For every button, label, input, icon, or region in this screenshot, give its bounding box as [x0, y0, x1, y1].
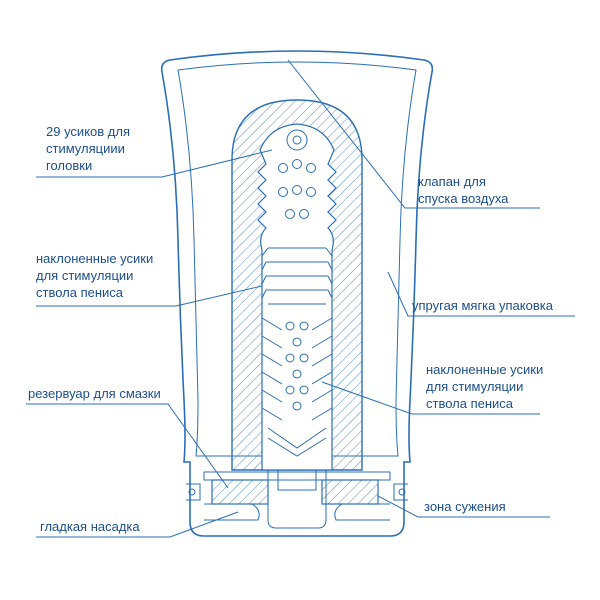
- svg-text:наклоненные усики: наклоненные усики: [426, 362, 543, 377]
- svg-text:стимуляциии: стимуляциии: [46, 141, 125, 156]
- label-tilted-left: наклоненные усики для стимуляции ствола …: [36, 251, 153, 300]
- label-narrow-zone: зона сужения: [424, 499, 506, 514]
- svg-text:спуска воздуха: спуска воздуха: [418, 191, 509, 206]
- svg-text:ствола пениса: ствола пениса: [36, 285, 124, 300]
- label-reservoir: резервуар для смазки: [28, 386, 161, 401]
- svg-text:ствола пениса: ствола пениса: [426, 396, 514, 411]
- svg-text:резервуар для смазки: резервуар для смазки: [28, 386, 161, 401]
- outer-cup: [160, 50, 434, 537]
- svg-text:зона сужения: зона сужения: [424, 499, 506, 514]
- base-assembly: [186, 470, 408, 529]
- svg-text:наклоненные усики: наклоненные усики: [36, 251, 153, 266]
- svg-text:для стимуляции: для стимуляции: [36, 268, 133, 283]
- leader-lines: [26, 59, 575, 538]
- inner-sleeve: [231, 99, 363, 471]
- svg-text:гладкая насадка: гладкая насадка: [40, 519, 140, 534]
- svg-text:головки: головки: [46, 158, 92, 173]
- svg-text:для стимуляции: для стимуляции: [426, 379, 523, 394]
- label-smooth-tip: гладкая насадка: [40, 519, 140, 534]
- label-head-29: 29 усиков для стимуляциии головки: [46, 124, 130, 173]
- label-tilted-right: наклоненные усики для стимуляции ствола …: [426, 362, 543, 411]
- svg-text:29 усиков для: 29 усиков для: [46, 124, 130, 139]
- svg-text:упругая мягка упаковка: упругая мягка упаковка: [412, 298, 554, 313]
- inner-channel: [257, 123, 337, 471]
- svg-text:клапан для: клапан для: [418, 174, 486, 189]
- label-valve: клапан для спуска воздуха: [418, 174, 509, 206]
- label-elastic: упругая мягка упаковка: [412, 298, 554, 313]
